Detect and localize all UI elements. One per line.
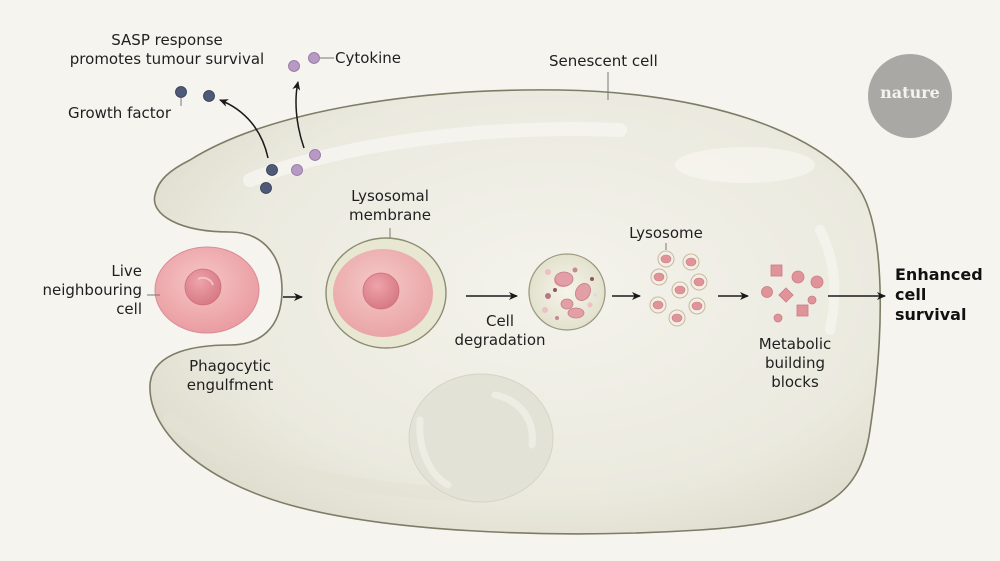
fragment (572, 267, 578, 273)
cytokine-molecule (309, 149, 321, 161)
fragment (545, 293, 551, 299)
metabolic-building-blocks-label: Metabolic building blocks (740, 335, 850, 392)
growth-factor-molecule (175, 86, 187, 98)
lysosome-label: Lysosome (629, 224, 703, 242)
label-line: Enhanced (895, 265, 983, 284)
building-block-square (796, 304, 809, 317)
cytokine-molecule (308, 52, 320, 64)
cytokine-molecule (288, 60, 300, 72)
building-block-diamond (778, 287, 794, 303)
fragment (542, 307, 548, 313)
lysosome-content (674, 285, 686, 295)
fragment (590, 277, 594, 281)
live-neighbouring-cell-label: Live neighbouring cell (30, 262, 143, 319)
label-line: promotes tumour survival (69, 50, 265, 68)
building-block-circle (810, 275, 824, 289)
label-line: cell (895, 285, 927, 304)
nucleus-highlight (197, 276, 214, 286)
fragment (575, 283, 591, 301)
growth-factor-molecule (260, 182, 272, 194)
fragment (587, 302, 593, 308)
cytokine-label: Cytokine (335, 49, 401, 67)
cytokine-molecule (291, 164, 303, 176)
growth-factor-molecule (266, 164, 278, 176)
label-line: degradation (454, 331, 546, 349)
building-block-circle (791, 270, 805, 284)
growth-factor-molecule (203, 90, 215, 102)
logo-text: nature (880, 83, 940, 102)
nucleus-highlight (491, 391, 536, 449)
live-cell-nucleus (184, 268, 222, 306)
fragment (554, 271, 574, 287)
label-line: cell (116, 300, 142, 318)
building-block-circle (761, 286, 773, 298)
lysosome-content (693, 277, 705, 287)
nucleus-highlight (416, 416, 452, 489)
fragment (555, 316, 559, 320)
label-line: Lysosomal (351, 187, 429, 205)
label-line: neighbouring (42, 281, 143, 299)
fragment (545, 269, 551, 275)
building-block-circle (807, 295, 817, 305)
fragment (560, 298, 574, 310)
senescent-cell-body (149, 89, 882, 535)
nature-logo: nature (868, 54, 952, 138)
fragment (593, 293, 597, 297)
fragment (553, 288, 557, 292)
label-line: engulfment (186, 376, 274, 394)
senescent-cell-label: Senescent cell (549, 52, 658, 70)
label-line: building (764, 354, 826, 372)
lysosome-content (685, 257, 697, 267)
enhanced-cell-survival-label: Enhanced cell survival (895, 265, 983, 325)
building-block-circle (773, 313, 783, 323)
growth-factor-label: Growth factor (68, 104, 172, 122)
label-line: membrane (348, 206, 432, 224)
label-line: survival (895, 305, 967, 324)
cell-highlight (675, 147, 815, 183)
lysosome-content (652, 300, 664, 310)
cell-highlight (815, 225, 840, 335)
lysosome-content (660, 254, 672, 264)
lysosome-content (653, 272, 665, 282)
engulfed-cell-nucleus (362, 272, 400, 310)
label-line: SASP response (111, 31, 223, 49)
cell-highlight (243, 122, 627, 187)
label-line: Phagocytic (189, 357, 271, 375)
lysosomal-membrane-label: Lysosomal membrane (330, 187, 450, 225)
label-line: Cell (485, 312, 515, 330)
cell-highlight (163, 413, 477, 502)
arrow-cytokine-secretion (292, 81, 305, 149)
label-line: Live (111, 262, 142, 280)
building-block-square (770, 264, 783, 277)
lysosome-content (671, 313, 683, 323)
arrow-growth-factor-secretion (219, 99, 269, 159)
label-line: Metabolic (758, 335, 832, 353)
cell-degradation-label: Cell degradation (440, 312, 560, 350)
sasp-response-label: SASP response promotes tumour survival (54, 31, 280, 69)
lysosome-content (691, 301, 703, 311)
label-line: blocks (771, 373, 819, 391)
fragment (567, 307, 585, 319)
phagocytic-engulfment-label: Phagocytic engulfment (170, 357, 290, 395)
